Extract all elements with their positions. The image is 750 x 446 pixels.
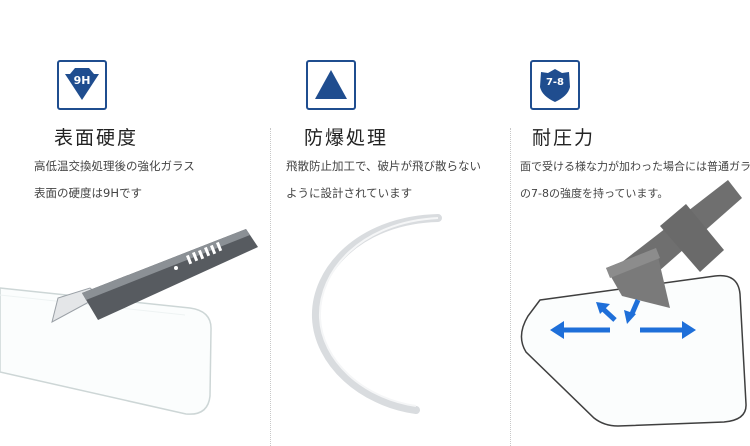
badge-label-9h: 9H: [73, 74, 91, 87]
shield-icon: [540, 69, 570, 102]
pressure-desc-line-2: の7-8の強度を持っています。: [520, 187, 669, 200]
shatterproof-desc-line-1: 飛散防止加工で、破片が飛び散らない: [286, 159, 482, 173]
feature-title-hardness: 表面硬度: [54, 127, 139, 149]
diamond-icon: [65, 68, 99, 100]
badge-label-7-8: 7-8: [545, 77, 565, 88]
pressure-badge: 7-8: [530, 60, 580, 110]
divider-1: [270, 128, 271, 446]
hardness-badge: 9H: [57, 60, 107, 110]
feature-shatterproof: 防爆処理 飛散防止加工で、破片が飛び散らない ように設計されています: [270, 0, 510, 446]
feature-title-pressure: 耐圧力: [532, 127, 596, 149]
hammer-on-glass-illustration: [520, 180, 747, 427]
pressure-desc-line-1: 面で受ける様な力が加わった場合には普通ガラス: [520, 160, 750, 173]
force-arrows: [550, 298, 696, 339]
feature-hardness: 9H 表面硬度 高低温交換処理後の強化ガラス 表面の硬度は9Hです: [0, 0, 270, 446]
shatterproof-desc-line-2: ように設計されています: [286, 186, 413, 200]
curved-film-illustration: [311, 214, 442, 414]
arrow-upleft-icon: [600, 306, 617, 322]
triangle-icon: [315, 70, 347, 99]
hardness-desc-line-1: 高低温交換処理後の強化ガラス: [34, 159, 195, 173]
cutter-on-glass-illustration: [0, 229, 258, 415]
hammer-icon: [606, 180, 742, 308]
divider-2: [510, 128, 511, 446]
feature-pressure: 7-8 耐圧力 面で受ける様な力が加わった場合には普通ガラス の7-8の強度を持…: [510, 0, 750, 446]
shatterproof-badge: [306, 60, 356, 110]
feature-title-shatterproof: 防爆処理: [304, 127, 389, 149]
hardness-desc-line-2: 表面の硬度は9Hです: [34, 186, 142, 200]
